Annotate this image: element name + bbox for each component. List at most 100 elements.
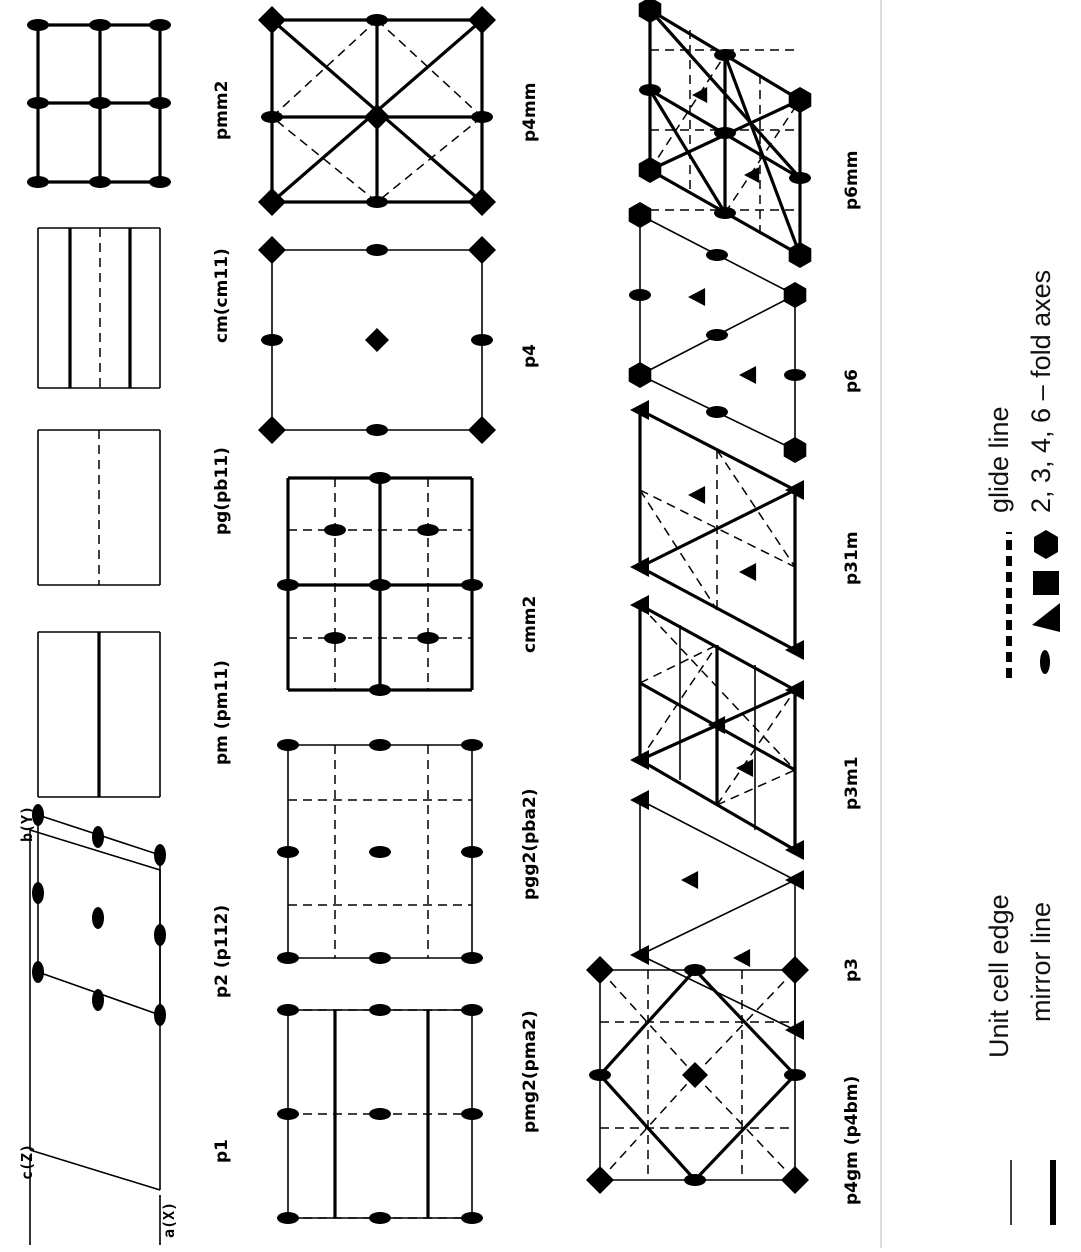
six-fold-axis-icon bbox=[628, 202, 652, 228]
six-fold-axis-icon bbox=[628, 362, 652, 388]
label-p4gm: p4gm (p4bm) bbox=[842, 1075, 862, 1205]
four-fold-axis-icon bbox=[258, 236, 286, 264]
two-fold-axis-icon bbox=[789, 172, 811, 184]
six-fold-axis-icon bbox=[783, 282, 807, 308]
glide-line bbox=[271, 19, 378, 118]
two-fold-axis-icon bbox=[714, 207, 736, 219]
two-fold-axis-icon bbox=[277, 1108, 299, 1120]
glide-line bbox=[639, 644, 718, 684]
four-fold-axis-icon bbox=[468, 236, 496, 264]
glide-line bbox=[599, 969, 696, 1076]
three-fold-axis-icon bbox=[688, 486, 706, 504]
three-fold-axis-icon bbox=[1032, 603, 1060, 632]
label-p1: p1 bbox=[212, 1139, 232, 1163]
two-fold-axis-icon bbox=[369, 684, 391, 696]
two-fold-axis-icon bbox=[277, 579, 299, 591]
label-cmm2: cmm2 bbox=[520, 595, 540, 653]
two-fold-axis-icon bbox=[714, 49, 736, 61]
two-fold-axis-icon bbox=[32, 961, 44, 983]
two-fold-axis-icon bbox=[706, 329, 728, 341]
two-fold-axis-icon bbox=[784, 369, 806, 381]
two-fold-axis-icon bbox=[714, 127, 736, 139]
three-fold-axis-icon bbox=[785, 640, 804, 660]
legend-mirror-line: mirror line bbox=[1026, 901, 1056, 1022]
two-fold-axis-icon bbox=[461, 1108, 483, 1120]
two-fold-axis-icon bbox=[89, 19, 111, 31]
axis-label-c: c(Z) bbox=[18, 1143, 36, 1180]
label-p3: p3 bbox=[842, 958, 862, 982]
glide-line bbox=[376, 116, 483, 203]
label-p31m: p31m bbox=[842, 531, 862, 585]
two-fold-axis-icon bbox=[461, 1004, 483, 1016]
two-fold-axis-icon bbox=[92, 907, 104, 929]
glide-line bbox=[271, 116, 378, 203]
three-fold-axis-icon bbox=[785, 680, 804, 700]
four-fold-axis-icon bbox=[258, 416, 286, 444]
six-fold-axis-icon bbox=[788, 87, 812, 113]
plane-group-diagrams bbox=[27, 0, 812, 1245]
two-fold-axis-icon bbox=[366, 244, 388, 256]
two-fold-axis-icon bbox=[92, 826, 104, 848]
two-fold-axis-icon bbox=[149, 19, 171, 31]
two-fold-axis-icon bbox=[366, 196, 388, 208]
two-fold-axis-icon bbox=[461, 739, 483, 751]
two-fold-axis-icon bbox=[706, 406, 728, 418]
glide-line bbox=[694, 1074, 796, 1181]
three-fold-axis-icon bbox=[688, 288, 706, 306]
four-fold-axis-icon bbox=[682, 1062, 708, 1088]
two-fold-axis-icon bbox=[154, 924, 166, 946]
legend: Unit cell edge mirror line glide line 2,… bbox=[882, 0, 1081, 1248]
axis-label-a: a(X) bbox=[160, 1201, 178, 1238]
two-fold-axis-icon bbox=[629, 289, 651, 301]
three-fold-axis-icon bbox=[630, 400, 649, 420]
legend-glide-line: glide line bbox=[984, 406, 1014, 513]
two-fold-axis-icon bbox=[366, 424, 388, 436]
cell-edge bbox=[639, 954, 796, 1031]
three-fold-axis-icon bbox=[681, 871, 699, 889]
three-fold-axis-icon bbox=[630, 595, 649, 615]
two-fold-axis-icon bbox=[369, 952, 391, 964]
glide-line bbox=[716, 449, 796, 568]
two-fold-axis-icon bbox=[369, 579, 391, 591]
two-fold-axis-icon bbox=[277, 739, 299, 751]
two-fold-axis-icon bbox=[369, 1212, 391, 1224]
label-cm: cm(cm11) bbox=[212, 248, 232, 343]
four-fold-axis-icon bbox=[468, 188, 496, 216]
four-fold-axis-icon bbox=[258, 188, 286, 216]
label-p4: p4 bbox=[520, 344, 540, 368]
two-fold-axis-icon bbox=[369, 846, 391, 858]
glide-line bbox=[694, 969, 796, 1076]
three-fold-axis-icon bbox=[785, 1020, 804, 1040]
six-fold-axis-icon bbox=[788, 242, 812, 268]
two-fold-axis-icon bbox=[149, 176, 171, 188]
four-fold-axis-icon bbox=[365, 328, 389, 352]
glide-line bbox=[639, 489, 718, 611]
glide-line bbox=[649, 54, 726, 171]
glide-line bbox=[724, 99, 801, 214]
three-fold-axis-icon bbox=[785, 840, 804, 860]
mirror-line bbox=[693, 1073, 797, 1182]
three-fold-axis-icon bbox=[785, 480, 804, 500]
two-fold-axis-icon bbox=[27, 19, 49, 31]
two-fold-axis-icon bbox=[92, 989, 104, 1011]
three-fold-axis-icon bbox=[630, 945, 649, 965]
plane-group-figure: c(Z) b(Y) a(X) p1 p2 (p112) pm (pm11) pg… bbox=[18, 0, 862, 1245]
three-fold-axis-icon bbox=[733, 949, 751, 967]
legend-fold-axes: 2, 3, 4, 6 – fold axes bbox=[1026, 269, 1056, 513]
three-fold-axis-icon bbox=[739, 366, 757, 384]
two-fold-axis-icon bbox=[154, 1004, 166, 1026]
label-p2: p2 (p112) bbox=[212, 904, 232, 998]
two-fold-axis-icon bbox=[639, 84, 661, 96]
axis-label-b: b(Y) bbox=[18, 805, 36, 842]
three-fold-axis-icon bbox=[736, 759, 754, 777]
label-p6: p6 bbox=[842, 369, 862, 393]
two-fold-axis-icon bbox=[461, 846, 483, 858]
cell-edge bbox=[29, 1149, 161, 1191]
label-pmg2: pmg2(pma2) bbox=[520, 1010, 540, 1133]
two-fold-axis-icon bbox=[461, 952, 483, 964]
two-fold-axis-icon bbox=[589, 1069, 611, 1081]
two-fold-axis-icon bbox=[261, 334, 283, 346]
two-fold-axis-icon bbox=[32, 804, 44, 826]
two-fold-axis-icon bbox=[277, 1212, 299, 1224]
cell-edge bbox=[639, 799, 796, 881]
